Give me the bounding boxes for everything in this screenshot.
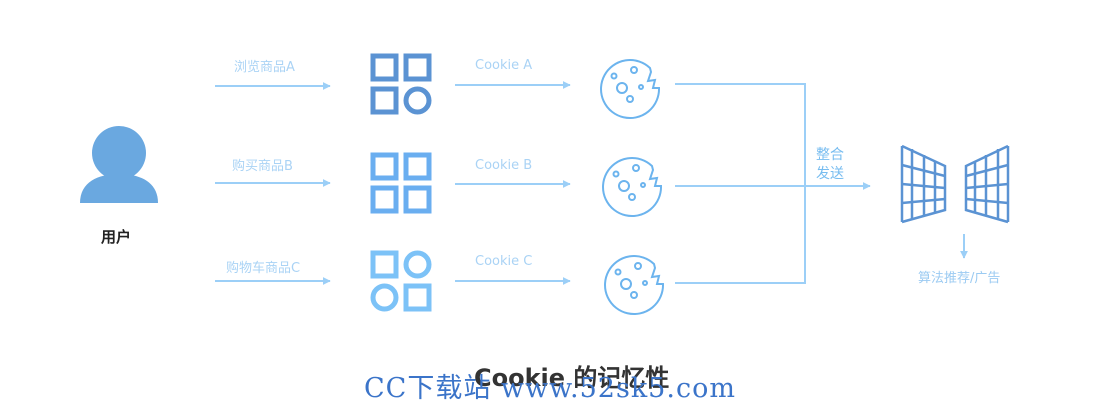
apps-grid-icon (370, 250, 432, 312)
user-icon (80, 126, 158, 203)
apps-grid-icon (370, 152, 432, 214)
merge-label-line1: 整合 (816, 147, 844, 163)
cookie-icon (600, 59, 661, 119)
diagram-title: Cookie 的记忆性 (474, 364, 670, 392)
result-label: 算法推荐/广告 (918, 271, 1001, 286)
watermark: CC下载站 www.52sk5.com (364, 373, 736, 404)
merge-label: 整合 发送 (816, 146, 844, 184)
merge-label-line2: 发送 (816, 166, 844, 182)
apps-grid-icon (370, 53, 432, 115)
edge-label-cookie-a: Cookie A (475, 58, 533, 73)
edge-label-action-a: 浏览商品A (234, 60, 295, 75)
merge-line-c (675, 186, 806, 284)
merge-line-a (675, 83, 806, 186)
user-label: 用户 (101, 228, 132, 246)
cookie-icon (604, 255, 665, 315)
edge-label-action-c: 购物车商品C (226, 261, 301, 276)
edge-label-cookie-c: Cookie C (475, 254, 533, 269)
cookie-icon (602, 157, 663, 217)
server-building-icon (900, 144, 1010, 224)
edge-label-action-b: 购买商品B (232, 159, 293, 174)
edge-label-cookie-b: Cookie B (475, 158, 533, 173)
